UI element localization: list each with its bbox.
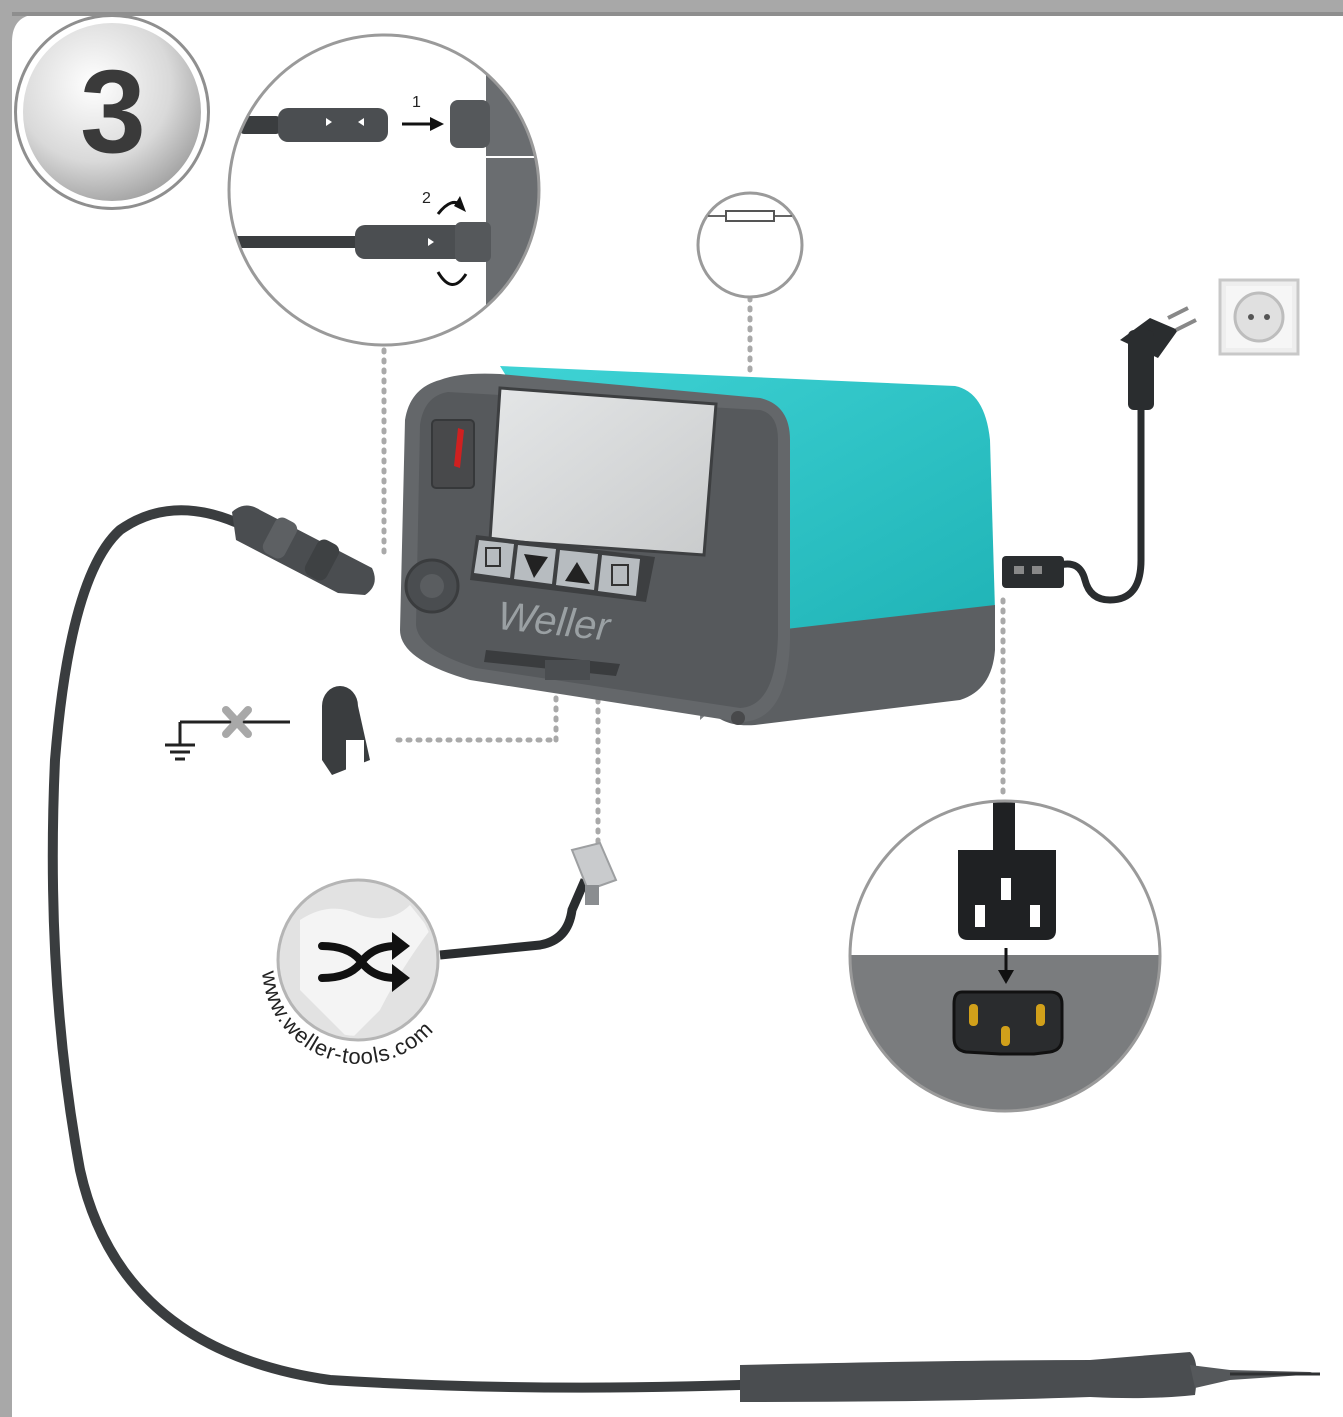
iron-cable	[47, 505, 745, 1393]
fuse-icon	[696, 191, 804, 299]
menu-out-button	[598, 555, 640, 596]
step-badge-icon	[14, 14, 210, 210]
wall-socket-icon	[1218, 278, 1300, 356]
cross-icon	[222, 706, 252, 738]
step-number: 3	[80, 46, 146, 178]
iron-plug-icon	[232, 505, 375, 595]
insert-arrow-icon	[402, 117, 444, 131]
step1-label: 1	[412, 94, 421, 111]
dotted-leaders	[381, 295, 1006, 851]
network-plug-icon	[570, 841, 618, 905]
up-button	[556, 550, 598, 590]
menu-in-button	[474, 540, 514, 578]
network-cable	[439, 878, 590, 960]
ground-icon	[165, 720, 290, 761]
equipotential-plug-icon	[322, 686, 370, 775]
soldering-station	[400, 366, 995, 726]
svg-text:www.weller-tools.com: www.weller-tools.com	[257, 968, 438, 1069]
eu-plug-icon	[1120, 306, 1197, 410]
soldering-iron-icon	[740, 1352, 1320, 1402]
power-cable	[1059, 410, 1145, 604]
step2-label: 2	[422, 190, 431, 207]
website-url: www.weller-tools.com	[257, 968, 437, 1069]
shuffle-globe-icon	[276, 878, 440, 1042]
station-buttons	[474, 540, 640, 596]
down-button	[514, 545, 556, 584]
iec-connector-icon	[1002, 556, 1064, 588]
